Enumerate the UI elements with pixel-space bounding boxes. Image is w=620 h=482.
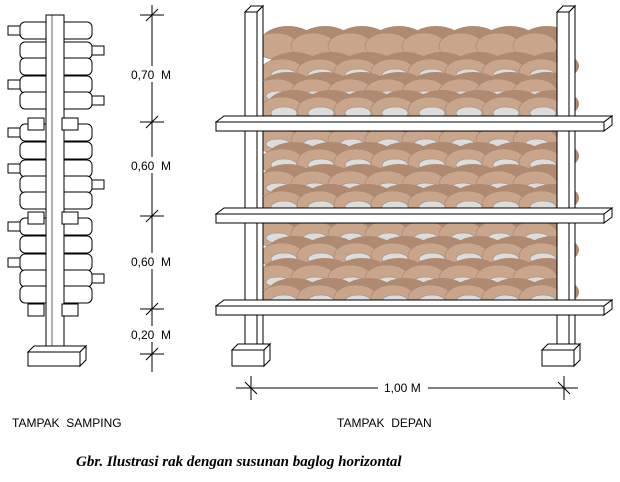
figure-caption: Gbr. Ilustrasi rak dengan susunan baglog… bbox=[76, 454, 402, 470]
front-base bbox=[230, 342, 582, 368]
front-view bbox=[214, 4, 614, 368]
dimension-label-060-lower: 0,60 M bbox=[131, 255, 171, 269]
dimension-label-060-upper: 0,60 M bbox=[131, 159, 171, 173]
front-shelf bbox=[214, 207, 614, 224]
front-posts bbox=[243, 4, 577, 356]
side-shelf-supports bbox=[27, 117, 79, 317]
front-view-label: TAMPAK DEPAN bbox=[337, 416, 432, 430]
front-shelf bbox=[214, 299, 614, 316]
side-view bbox=[7, 14, 105, 368]
front-shelves bbox=[214, 115, 614, 316]
side-view-label: TAMPAK SAMPING bbox=[12, 416, 122, 430]
side-base bbox=[26, 344, 88, 368]
dimension-label-070: 0,70 M bbox=[131, 68, 171, 82]
horizontal-dimension: 1,00 M bbox=[236, 376, 578, 400]
width-dimension-label: 1,00 M bbox=[384, 381, 421, 395]
front-baglog-stack bbox=[253, 26, 579, 312]
front-shelf bbox=[214, 115, 614, 132]
side-post bbox=[45, 14, 65, 356]
dimension-label-020: 0,20 M bbox=[131, 328, 171, 342]
vertical-dimensions: 0,70 M 0,60 M 0,60 M 0,20 M bbox=[128, 5, 184, 372]
